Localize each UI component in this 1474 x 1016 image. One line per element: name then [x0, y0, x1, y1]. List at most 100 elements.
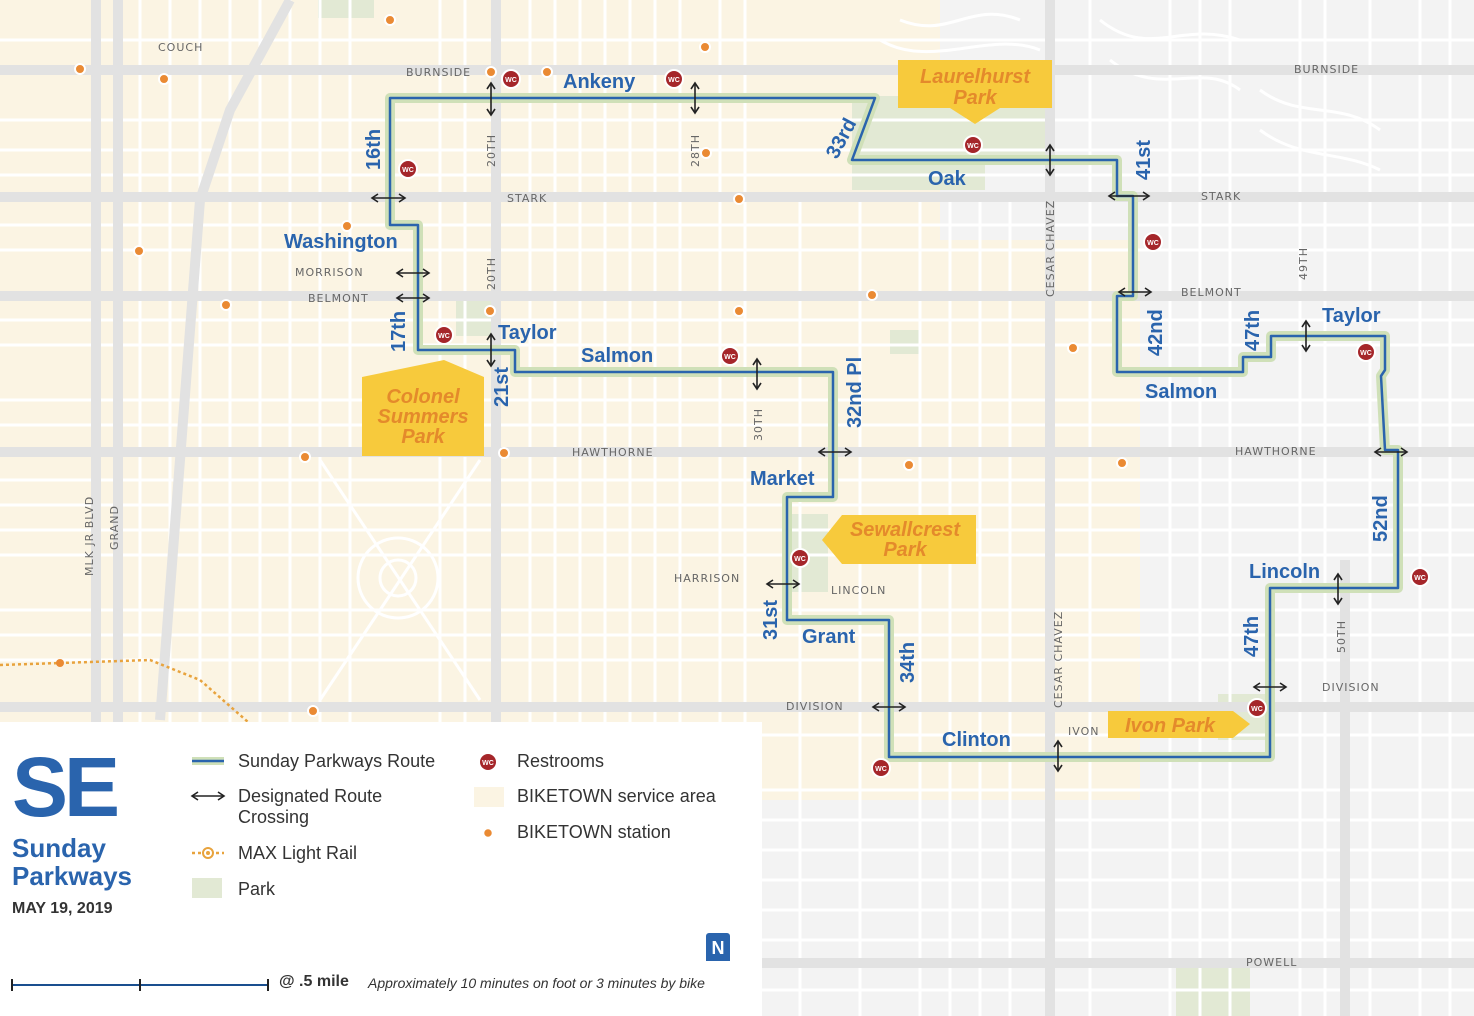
biketown-station	[485, 66, 497, 78]
route-label-salmon-west: Salmon	[581, 345, 653, 367]
crossing-arrow	[486, 332, 496, 368]
restroom-icon: WC	[664, 69, 684, 89]
route-label-salmon-east: Salmon	[1145, 381, 1217, 403]
svg-text:WC: WC	[438, 333, 450, 340]
biketown-station	[158, 73, 170, 85]
street-label: MORRISON	[295, 266, 364, 279]
legend-title: SE	[12, 740, 120, 834]
legend-crossing-label: Designated Route Crossing	[238, 786, 382, 828]
route-label-47th-north: 47th	[1242, 310, 1264, 351]
park-label-line: Summers	[377, 406, 468, 428]
route-label-grant: Grant	[802, 626, 856, 648]
restroom-icon: WC	[1410, 567, 1430, 587]
biketown-station	[733, 193, 745, 205]
biketown-station	[133, 245, 145, 257]
crossing-arrow	[752, 357, 762, 391]
legend-station-icon	[482, 827, 494, 839]
svg-text:WC: WC	[505, 77, 517, 84]
street-label: BELMONT	[308, 292, 369, 305]
street-labels: COUCH BURNSIDE BURNSIDE STARK STARK MORR…	[83, 41, 1380, 969]
max-light-rail	[0, 658, 249, 723]
svg-text:WC: WC	[967, 143, 979, 150]
street-label: BURNSIDE	[406, 66, 471, 79]
park-label-line: Ivon Park	[1125, 715, 1216, 737]
max-station	[56, 659, 64, 667]
route-label-washington: Washington	[284, 231, 398, 253]
park-label-line: Park	[401, 426, 445, 448]
restroom-icon: WC	[963, 135, 983, 155]
restroom-icon: WC	[871, 758, 891, 778]
event-date: MAY 19, 2019	[12, 900, 113, 917]
biketown-station	[307, 705, 319, 717]
crossing-arrow	[1053, 739, 1063, 773]
svg-text:WC: WC	[724, 354, 736, 361]
restroom-icon: WC	[790, 548, 810, 568]
biketown-stations	[74, 14, 1128, 717]
restroom-icon: WC	[1143, 232, 1163, 252]
legend-max-icon	[192, 847, 224, 859]
route-label-32nd-pl: 32nd Pl	[844, 357, 866, 428]
ivon-park-callout: Ivon Park	[1108, 711, 1250, 738]
crossing-arrow	[1333, 572, 1343, 606]
svg-text:WC: WC	[1414, 575, 1426, 582]
svg-text:WC: WC	[402, 167, 414, 174]
restroom-icon: WC	[398, 159, 418, 179]
biketown-station	[498, 447, 510, 459]
scale-bar	[11, 979, 269, 991]
street-label: BURNSIDE	[1294, 63, 1359, 76]
crossing-arrow	[817, 447, 853, 457]
street-label: 28TH	[689, 134, 702, 167]
route-label-21st: 21st	[491, 367, 513, 407]
crossing-arrow	[1301, 319, 1311, 353]
crossing-arrow	[370, 193, 407, 203]
legend-crossing-line: Crossing	[238, 807, 310, 827]
crossing-arrow	[1045, 143, 1055, 177]
street-label: LINCOLN	[831, 584, 886, 597]
route-label-47th-south: 47th	[1241, 616, 1263, 657]
route-label-lincoln: Lincoln	[1249, 561, 1320, 583]
north-arrow-icon: N	[706, 933, 730, 961]
restroom-icon: WC	[1356, 342, 1376, 362]
biketown-station	[1067, 342, 1079, 354]
route-label-16th: 16th	[363, 129, 385, 170]
street-label: DIVISION	[1322, 681, 1380, 694]
legend-crossing-icon	[190, 791, 226, 801]
restroom-icon: WC	[1247, 698, 1267, 718]
legend-route-label: Sunday Parkways Route	[238, 751, 436, 771]
route-label-taylor-east: Taylor	[1322, 305, 1381, 327]
route-crossings	[370, 81, 1409, 773]
street-label: 50TH	[1335, 620, 1348, 653]
street-label: HAWTHORNE	[1235, 445, 1317, 458]
biketown-station	[866, 289, 878, 301]
route-label-31st: 31st	[760, 600, 782, 640]
route-label-ankeny: Ankeny	[563, 71, 636, 93]
svg-text:WC: WC	[875, 766, 887, 773]
route-label-42nd: 42nd	[1145, 309, 1167, 356]
legend-max-label: MAX Light Rail	[238, 843, 358, 863]
crossing-arrow	[395, 268, 431, 278]
street-label: CESAR CHAVEZ	[1044, 200, 1057, 297]
park-label-line: Park	[883, 539, 927, 561]
street-label: DIVISION	[786, 700, 844, 713]
biketown-station	[733, 305, 745, 317]
svg-text:WC: WC	[668, 77, 680, 84]
biketown-station	[74, 63, 86, 75]
sunday-parkways-route	[385, 93, 1403, 762]
parks	[318, 0, 1272, 1016]
restroom-icon: WC	[434, 325, 454, 345]
restrooms: WC WC WC WC WC WC WC WC WC WC WC WC	[398, 69, 1430, 778]
park-label-line: Colonel	[386, 386, 460, 408]
park-callouts: Laurelhurst Park Colonel Summers Park Se…	[362, 60, 1250, 738]
park-label-line: Laurelhurst	[920, 66, 1031, 88]
laurelhurst-park-callout: Laurelhurst Park	[898, 60, 1052, 124]
legend-crossing-line: Designated Route	[238, 786, 383, 806]
restroom-icon: WC	[501, 69, 521, 89]
route-label-17th: 17th	[388, 311, 410, 352]
biketown-station	[1116, 457, 1128, 469]
crossing-arrow	[1107, 191, 1151, 201]
street-label: POWELL	[1246, 956, 1297, 969]
street-label: 30TH	[752, 408, 765, 441]
street-label: MLK JR BLVD	[83, 496, 96, 576]
restroom-icon: WC	[720, 346, 740, 366]
route-label-34th: 34th	[897, 642, 919, 683]
